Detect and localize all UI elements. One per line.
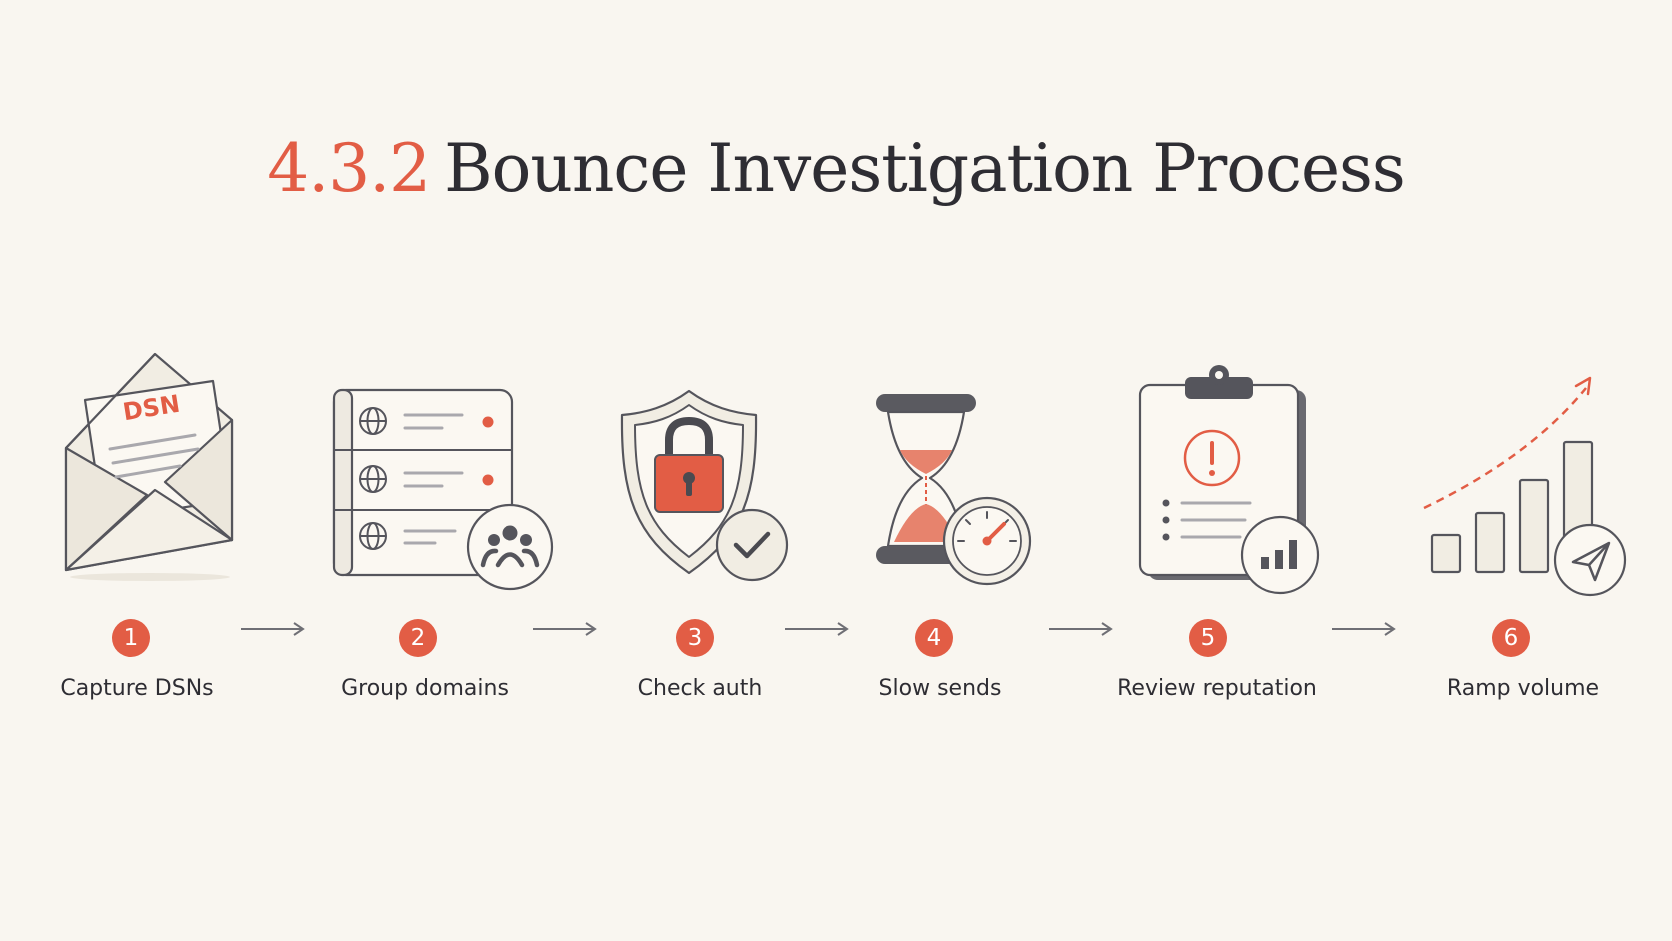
arrow-icon-1 bbox=[241, 622, 305, 636]
bar-growth-send-icon bbox=[1423, 376, 1627, 597]
clipboard-alert-chart-icon bbox=[1138, 365, 1320, 595]
arrow-icon-3 bbox=[785, 622, 849, 636]
step-label-2: Group domains bbox=[341, 676, 509, 701]
step-label-6: Ramp volume bbox=[1446, 676, 1600, 701]
step-badge-4: 4 bbox=[915, 619, 953, 657]
step-badge-3: 3 bbox=[676, 619, 714, 657]
section-number: 4.3.2 bbox=[267, 130, 431, 207]
title-text: Bounce Investigation Process bbox=[444, 130, 1406, 207]
shield-lock-check-icon bbox=[620, 389, 789, 582]
arrow-icon-2 bbox=[533, 622, 597, 636]
step-badge-1: 1 bbox=[112, 619, 150, 657]
arrow-icon-4 bbox=[1049, 622, 1113, 636]
step-badge-6: 6 bbox=[1492, 619, 1530, 657]
step-badge-2: 2 bbox=[399, 619, 437, 657]
step-label-5: Review reputation bbox=[1117, 676, 1317, 701]
step-label-4: Slow sends bbox=[878, 676, 1002, 701]
step-label-1: Capture DSNs bbox=[60, 676, 214, 701]
server-list-users-icon bbox=[332, 388, 554, 591]
arrow-icon-5 bbox=[1332, 622, 1396, 636]
hourglass-gauge-icon bbox=[876, 394, 1032, 586]
envelope-dsn-icon: DSN bbox=[64, 352, 234, 581]
step-badge-5: 5 bbox=[1189, 619, 1227, 657]
step-label-3: Check auth bbox=[637, 676, 763, 701]
